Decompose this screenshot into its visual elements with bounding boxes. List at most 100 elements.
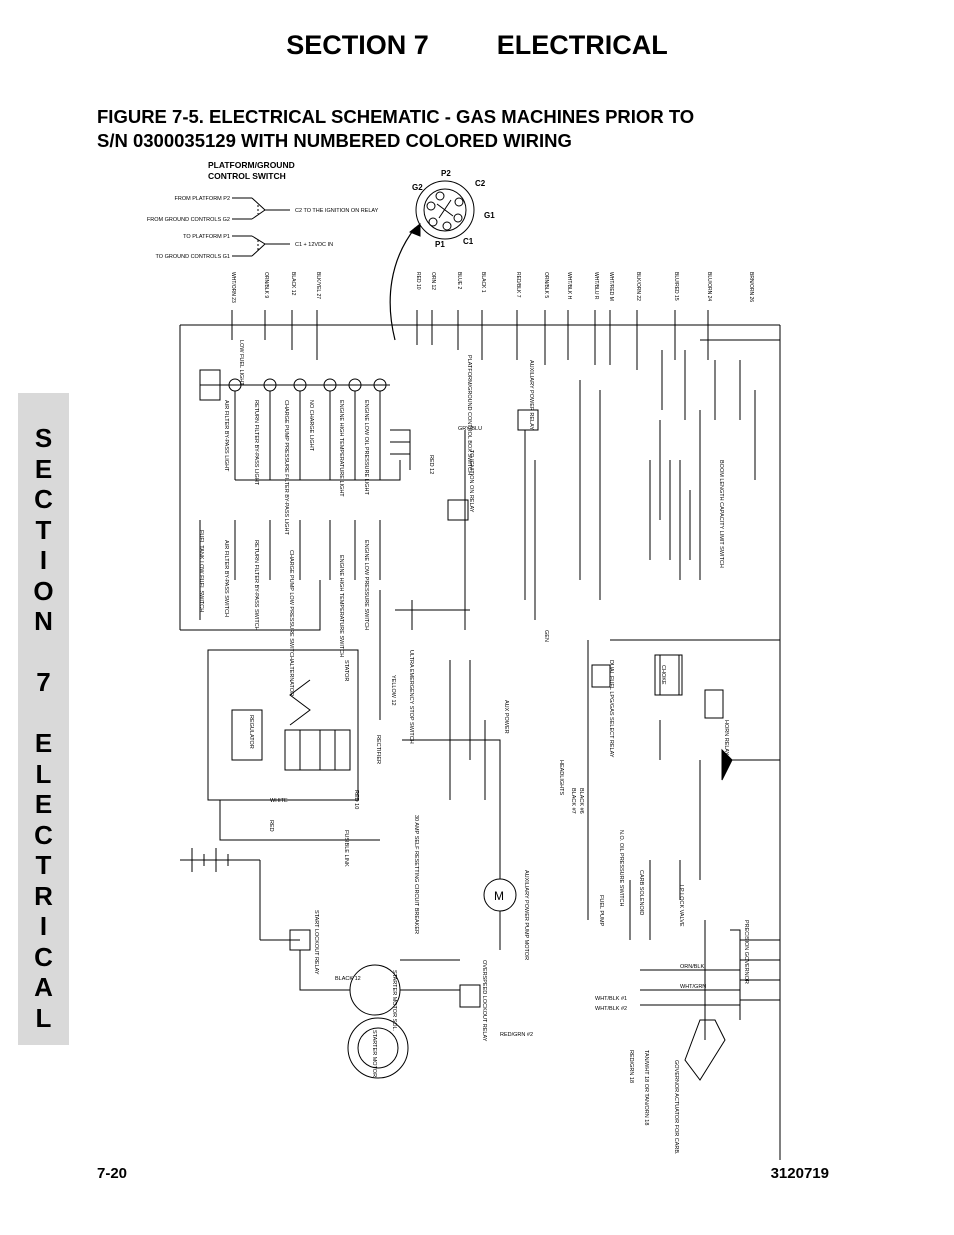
side-tab-letter: C: [34, 819, 53, 850]
side-tab-letter: I: [39, 911, 48, 941]
label-alternator: ALTERNATOR: [288, 660, 294, 696]
figure-title: FIGURE 7-5. ELECTRICAL SCHEMATIC - GAS M…: [97, 105, 797, 153]
label-black-7: BLACK #7: [570, 788, 576, 814]
wire-label: WHT/BLK H: [566, 272, 572, 300]
switch-row-1-left: FROM PLATFORM P2: [174, 196, 230, 202]
label-return-filter-light: RETURN FILTER BY-PASS LIGHT: [253, 400, 259, 486]
terminal-p2: P2: [441, 169, 451, 178]
label-aux-pump-motor: AUXILIARY POWER PUMP MOTOR: [523, 870, 529, 960]
label-red-grn-18: RED/GRN 18: [628, 1050, 634, 1083]
wire-label: WHT/ORN 23: [230, 272, 236, 303]
switch-title-2: CONTROL SWITCH: [208, 171, 286, 181]
wire-label: WHT/RED M: [608, 272, 614, 301]
side-tab-letter: O: [33, 575, 54, 606]
wire-label: BLACK 1: [480, 272, 486, 293]
label-engine-temp-light: ENGINE HIGH TEMPERATURE LIGHT: [338, 400, 344, 497]
label-red-10: RED 10: [353, 790, 359, 809]
rotary-switch-icon: [415, 180, 475, 240]
label-overspeed-relay: OVERSPEED LOCKOUT RELAY: [481, 960, 487, 1042]
switch-row-2-left: FROM GROUND CONTROLS G2: [147, 217, 230, 223]
document-number: 3120719: [770, 1165, 829, 1182]
side-tab-letter: C: [34, 484, 53, 514]
label-air-filter-switch: AIR FILTER BY-PASS SWITCH: [223, 540, 229, 617]
label-lp-lock-valve: LP LOCK VALVE: [678, 885, 684, 927]
side-tab-letter: N: [34, 606, 53, 636]
label-choke: CHOKE: [660, 665, 666, 685]
electrical-schematic: PLATFORM/GROUND CONTROL SWITCH FROM PLAT…: [147, 160, 781, 1160]
side-tab-letter: T: [35, 514, 52, 545]
label-precision-governor: PRECISION GOVERNOR: [743, 920, 749, 984]
label-starter-solenoid: STARTER MOTOR SOL.: [391, 970, 397, 1032]
side-tab-letter: 7: [36, 667, 51, 697]
label-boom-switch: BOOM LENGTH CAPACITY LIMIT SWITCH: [718, 460, 724, 568]
label-no-charge-light: NO CHARGE LIGHT: [308, 400, 314, 452]
wire-label: WHT/BLU R: [593, 272, 599, 300]
label-gen: GEN: [543, 630, 549, 642]
label-headlights: HEADLIGHTS: [558, 760, 564, 795]
label-governor-actuator: GOVERNOR ACTUATOR FOR CARB.: [673, 1060, 679, 1155]
wire-label: BLU/ORN 24: [706, 272, 712, 301]
section-title: ELECTRICAL: [496, 30, 668, 60]
switch-row-1-right: C2 TO THE IGNITION ON RELAY: [295, 208, 379, 214]
label-wht-blk-2: WHT/BLK #2: [595, 1006, 627, 1012]
figure-title-line2: S/N 0300035129 WITH NUMBERED COLORED WIR…: [97, 130, 572, 151]
label-emergency-stop: ULTRA EMERGENCY STOP SWITCH: [408, 650, 414, 744]
label-red: RED: [268, 820, 274, 832]
terminal-g2: G2: [412, 183, 423, 192]
label-regulator: REGULATOR: [248, 715, 254, 749]
label-red-12: RED 12: [428, 455, 434, 474]
side-tab-letter: E: [34, 789, 53, 819]
label-yellow-12: YELLOW 12: [390, 675, 396, 706]
label-fusible-link: FUSIBLE LINK: [343, 830, 349, 867]
side-tab-letter: A: [34, 972, 53, 1002]
side-tab-letter: S: [34, 423, 53, 453]
label-wht-grn: WHT/GRN: [680, 984, 706, 990]
label-rectifier: RECTIFIER: [375, 735, 381, 764]
label-wht-blk-1: WHT/BLK #1: [595, 996, 627, 1002]
section-number: SECTION 7: [286, 30, 429, 60]
side-tab-letter: L: [35, 758, 52, 789]
label-white: WHITE: [270, 798, 288, 804]
label-low-fuel-light: LOW FUEL LIGHT: [238, 340, 244, 386]
terminal-c2: C2: [475, 179, 486, 188]
label-orn-blk: ORN/BLK: [680, 964, 704, 970]
label-start-lockout: START LOCKOUT RELAY: [313, 910, 319, 975]
terminal-p1: P1: [435, 240, 445, 249]
wire-label: BLUE 2: [456, 272, 462, 289]
wire-label: RED 10: [415, 272, 421, 290]
label-circuit-breaker: 30 AMP SELF RESETTING CIRCUIT BREAKER: [413, 815, 419, 934]
label-gry-blu: GRY/BLU: [458, 426, 482, 432]
label-lp-oil-pressure: N.O. OIL PRESSURE SWITCH: [618, 830, 624, 907]
wire-label: ORN 12: [430, 272, 436, 290]
side-tab-letter: [18, 698, 69, 729]
label-oil-pressure-light: ENGINE LOW OIL PRESSURE LIGHT: [363, 400, 369, 495]
section-header: SECTION 7 ELECTRICAL: [0, 30, 954, 61]
wire-label: BLK/ORN 22: [635, 272, 641, 301]
wire-label: BLK/YEL 27: [315, 272, 321, 299]
label-black-6: BLACK #6: [578, 788, 584, 814]
side-tab-letter: C: [34, 941, 53, 972]
wire-label: ORN/BLK 5: [543, 272, 549, 298]
wire-label: BLACK 12: [290, 272, 296, 296]
terminal-c1: C1: [463, 237, 474, 246]
side-tab-letter: E: [34, 453, 53, 484]
label-black-12: BLACK 12: [335, 976, 361, 982]
figure-title-line1: FIGURE 7-5. ELECTRICAL SCHEMATIC - GAS M…: [97, 106, 695, 127]
label-ignition-relay: TO IGNITION ON RELAY: [468, 450, 474, 513]
page-number: 7-20: [97, 1165, 128, 1182]
side-tab-letter: T: [35, 850, 52, 880]
side-tab-letter: L: [35, 1002, 52, 1033]
switch-row-3-right: C1 + 12VDC IN: [295, 242, 333, 248]
label-air-filter-light: AIR FILTER BY-PASS LIGHT: [223, 400, 229, 472]
wire-label: BRN/ORN 26: [748, 272, 754, 302]
label-stator: STATOR: [343, 660, 349, 681]
side-tab-letter: I: [39, 545, 48, 575]
label-aux-power: AUX POWER: [503, 700, 509, 734]
label-tan-wht-18: TAN/WHT 18 OR TAN/ORN 18: [643, 1050, 649, 1125]
label-carb-solenoid: CARB SOLENOID: [638, 870, 644, 915]
label-horn-relay: HORN RELAY: [723, 720, 729, 756]
side-tab-letter: E: [34, 728, 53, 758]
